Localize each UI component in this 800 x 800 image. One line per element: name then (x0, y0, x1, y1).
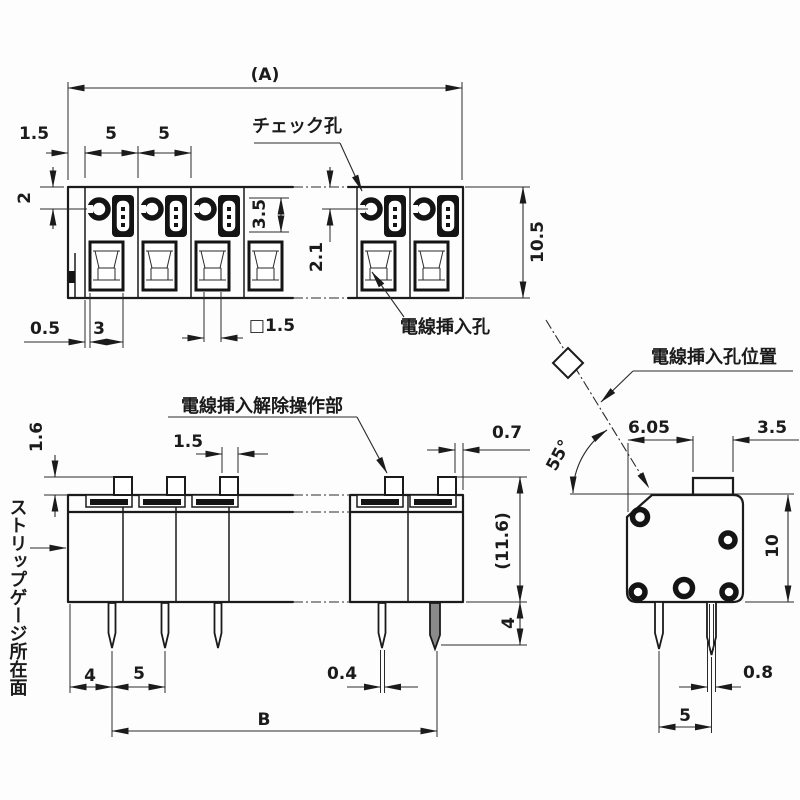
check-hole-label: チェック孔 (252, 116, 342, 137)
wire-position-label: 電線挿入孔位置 (651, 346, 777, 368)
dim-label-0-5: 0.5 (30, 319, 60, 339)
end-pin (429, 602, 441, 652)
angle-arc (569, 429, 608, 494)
terminal-cells (87, 195, 459, 290)
break-line (293, 494, 350, 603)
hole (719, 582, 739, 602)
check-hole-callout: チェック孔 (252, 116, 363, 192)
strip-gauge-callout: ストリップゲージ所在面 (7, 498, 67, 697)
wire-axis: 55° (543, 319, 650, 494)
hole (628, 582, 648, 602)
dim-1-6: 1.6 (27, 422, 114, 517)
dim-side-bottom: 0.8 5 (658, 640, 773, 733)
side-pin-right (706, 601, 717, 656)
dim-label-side-5: 5 (679, 706, 691, 726)
cell-dividers (84, 187, 411, 298)
dim-6-05-and-3-5: 6.05 3.5 (627, 418, 799, 512)
dim-10: 10 (745, 494, 794, 603)
strip-gauge-label: ストリップゲージ所在面 (7, 498, 28, 697)
dim-label-0-4: 0.4 (327, 664, 357, 684)
pin (107, 602, 117, 649)
dim-label-0-7: 0.7 (492, 423, 522, 443)
dim-label-5a: 5 (105, 124, 117, 144)
dim-label-4-right: 4 (499, 617, 519, 629)
break-line (293, 186, 348, 299)
wire-square-partial-cell (247, 240, 284, 292)
wire-position-callout: 電線挿入孔位置 (600, 346, 793, 403)
dim-label-3-5: 3.5 (250, 199, 270, 229)
dim-label-2: 2 (15, 192, 35, 204)
top-view-body (40, 185, 465, 300)
dim-0-5-and-3: 0.5 3 (24, 293, 124, 348)
dim-10-5: 10.5 (465, 186, 548, 299)
pin (213, 602, 223, 649)
pin (160, 602, 170, 649)
dim-label-4: 4 (84, 666, 96, 686)
dim-2: 2 (15, 167, 64, 229)
terminal-cell (140, 195, 187, 290)
dim-label-sq1-5: □1.5 (249, 316, 295, 336)
dim-label-A: (A) (251, 65, 280, 85)
release-lever (85, 476, 133, 508)
side-body (625, 493, 745, 604)
dim-label-front-1-5: 1.5 (173, 432, 203, 452)
dim-label-front-5: 5 (133, 664, 145, 684)
terminal-cell (193, 195, 240, 290)
release-lever (191, 476, 239, 508)
dim-front-bottom: 4 5 0.4 B (69, 604, 438, 737)
dim-label-10: 10 (763, 534, 783, 558)
side-holes (628, 506, 739, 602)
dim-label-1-6: 1.6 (27, 422, 47, 452)
hole (718, 530, 738, 550)
front-view-body (66, 476, 465, 652)
release-lever (409, 476, 457, 508)
terminal-cell (87, 195, 134, 290)
release-part-label: 電線挿入解除操作部 (181, 395, 343, 417)
wire-hole-label: 電線挿入孔 (400, 316, 490, 338)
dim-label-2-1: 2.1 (307, 242, 327, 272)
release-lever (138, 476, 186, 508)
side-protrusion (691, 476, 735, 497)
release-lever (356, 476, 404, 508)
side-pin-left (654, 601, 664, 650)
dim-label-55deg: 55° (543, 437, 576, 475)
dim-11-6: (11.6) 4 (441, 476, 527, 646)
module-dividers (122, 495, 409, 602)
dim-label-B: B (258, 710, 271, 730)
wire-hole-callout: 電線挿入孔 (371, 271, 490, 338)
dim-label-11-6: (11.6) (493, 512, 513, 569)
terminal-cell (412, 195, 459, 290)
dim-square-1-5: □1.5 (182, 292, 295, 342)
dim-label-5b: 5 (158, 124, 170, 144)
release-part-callout: 電線挿入解除操作部 (168, 395, 388, 474)
dim-label-1-5: 1.5 (19, 124, 49, 144)
dim-label-0-8: 0.8 (743, 663, 773, 683)
wire-symbol-diamond (551, 346, 585, 380)
hole (629, 506, 651, 528)
side-view: 55° 電線挿入孔位置 6.05 3.5 10 0.8 (543, 319, 799, 733)
dim-label-10-5: 10.5 (528, 221, 548, 263)
dim-pitch-group: 1.5 5 5 (19, 124, 192, 178)
dim-label-side-3-5: 3.5 (757, 418, 787, 438)
pin (377, 602, 387, 649)
dim-label-6-05: 6.05 (628, 418, 670, 438)
dim-front-1-5: 1.5 (173, 432, 268, 473)
dim-2-1: 2.1 (307, 167, 368, 272)
dim-label-3: 3 (93, 319, 105, 339)
front-view: 電線挿入解除操作部 1.5 0.7 1.6 ストリップゲージ所在面 (7, 395, 530, 737)
dim-3-5: 3.5 (249, 197, 289, 233)
hole (672, 576, 696, 600)
top-view: (A) 1.5 5 5 2 チェック孔 (15, 65, 548, 348)
dim-0-7: 0.7 (427, 423, 530, 490)
